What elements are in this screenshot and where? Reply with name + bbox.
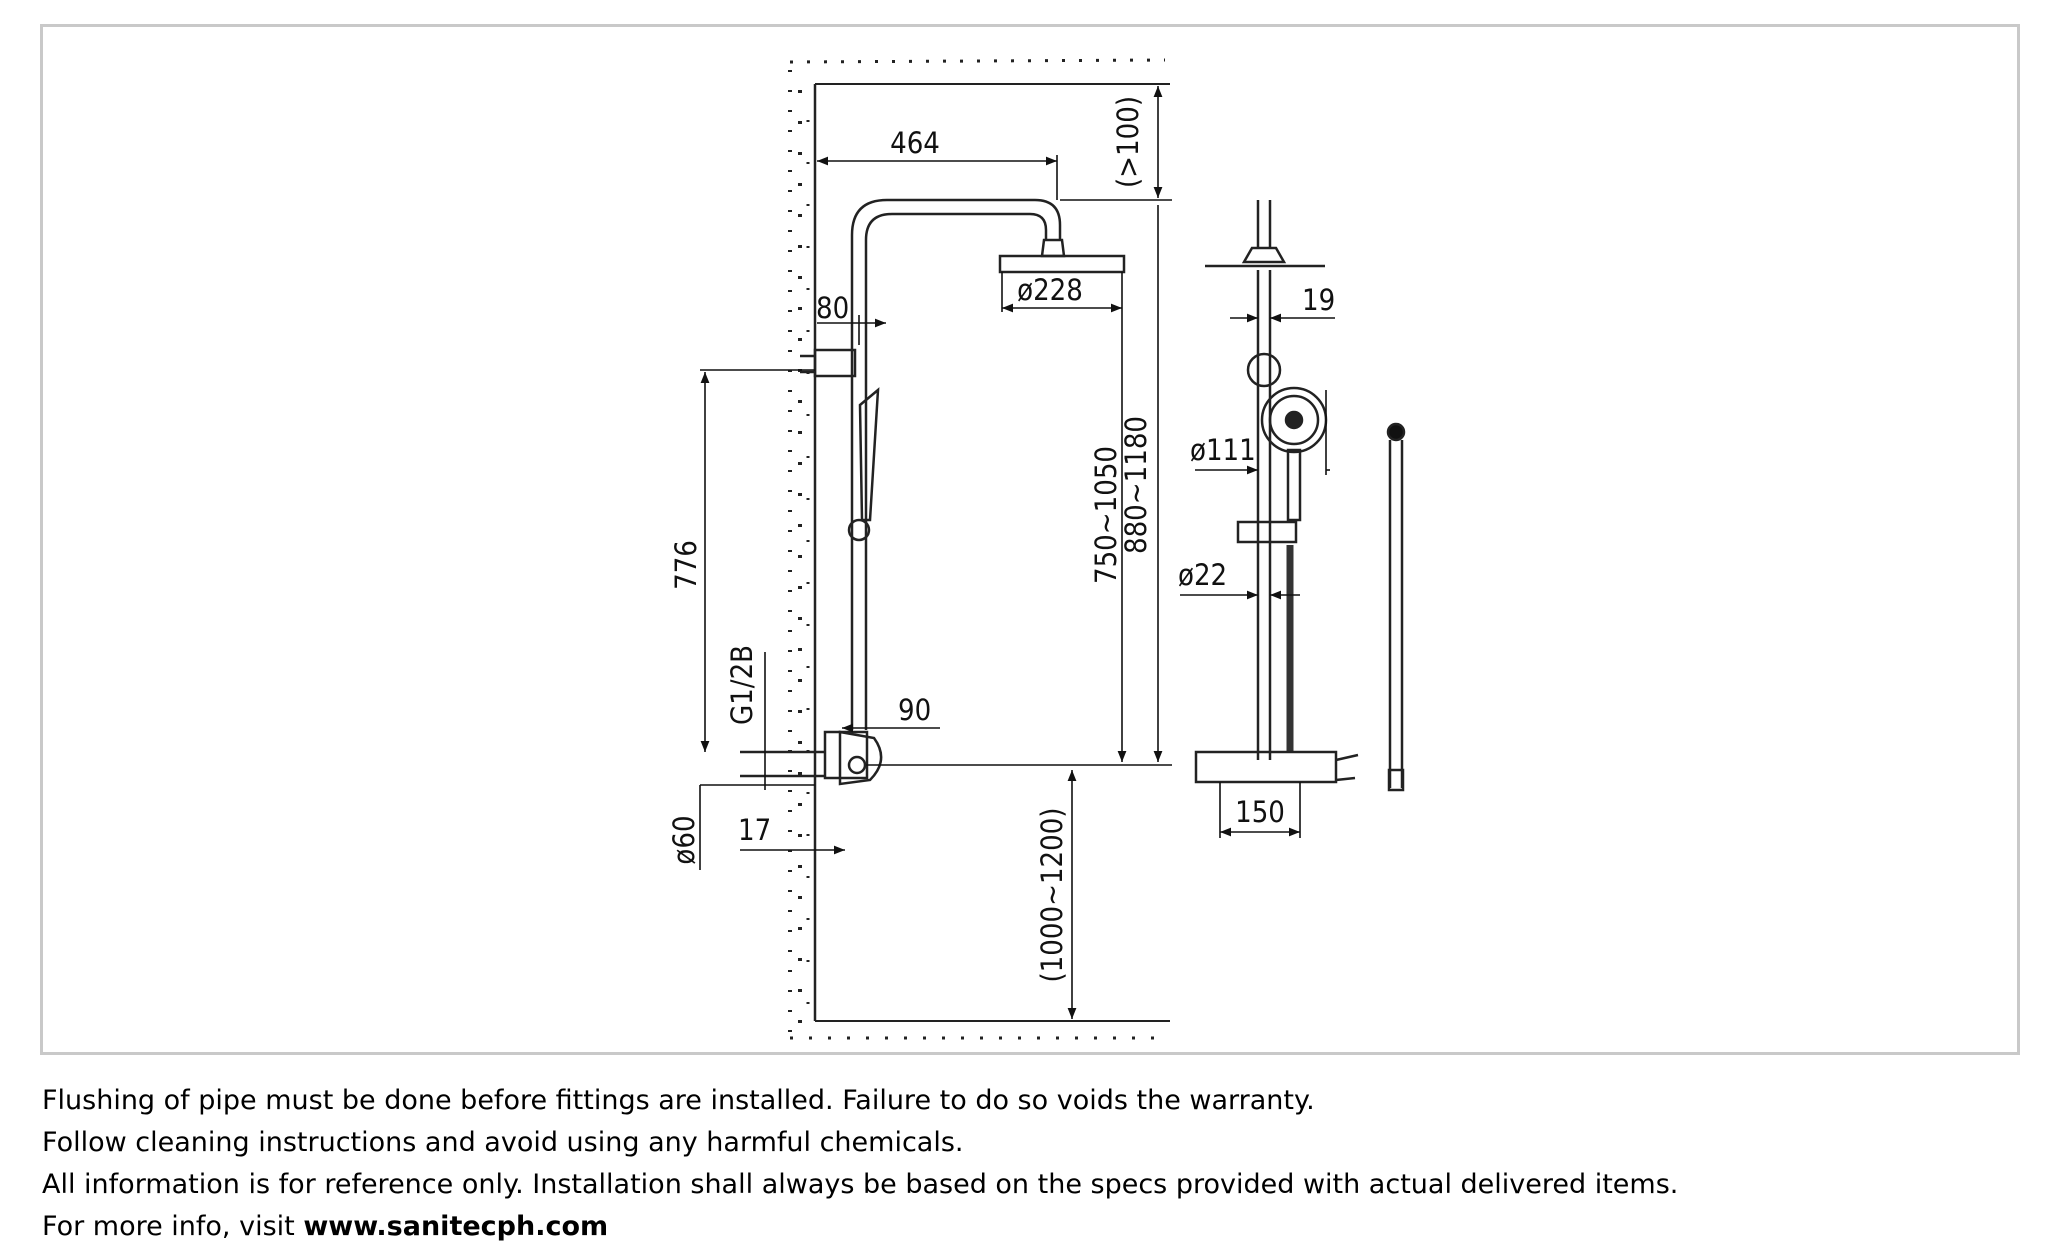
- dim-dia-22: ø22: [1178, 558, 1227, 592]
- note-reference: All information is for reference only. I…: [42, 1169, 1679, 1200]
- dimension-lines-front: [699, 86, 1172, 1019]
- shower-column: [740, 198, 1126, 786]
- dim-over-100: (>100): [1111, 96, 1145, 188]
- wall-section: [788, 58, 1170, 1040]
- dim-80: 80: [816, 291, 849, 325]
- side-view: [1194, 200, 1406, 792]
- dim-dia-228: ø228: [1017, 273, 1083, 307]
- website-link[interactable]: www.sanitecph.com: [303, 1211, 609, 1242]
- note-flushing: Flushing of pipe must be done before fit…: [42, 1085, 1315, 1116]
- dim-1000-1200: (1000~1200): [1035, 808, 1069, 983]
- dim-g12b: G1/2B: [725, 645, 759, 725]
- dimension-lines-side: [1180, 313, 1335, 838]
- drawing-frame: [40, 24, 2020, 1055]
- dimension-labels-side: 19 ø111 ø22 150: [1178, 283, 1335, 829]
- dim-880-1180: 880~1180: [1119, 416, 1153, 554]
- dim-90: 90: [898, 693, 931, 727]
- dim-464: 464: [890, 126, 940, 160]
- dim-776: 776: [669, 540, 703, 590]
- note-more-info: For more info, visit www.sanitecph.com: [42, 1206, 1678, 1248]
- dim-dia-111: ø111: [1190, 433, 1256, 467]
- note-more-info-prefix: For more info, visit: [42, 1211, 304, 1242]
- shower-system-technical-drawing: 464 (>100) ø228 80 776 750~1050 880~1180…: [667, 58, 1406, 1040]
- notes-block: Flushing of pipe must be done before fit…: [42, 1080, 1678, 1248]
- dim-17: 17: [738, 813, 771, 847]
- dimension-labels-front: 464 (>100) ø228 80 776 750~1050 880~1180…: [667, 96, 1153, 983]
- dim-750-1050: 750~1050: [1089, 446, 1123, 584]
- dim-dia-60: ø60: [667, 815, 701, 864]
- dim-19: 19: [1302, 283, 1335, 317]
- note-cleaning: Follow cleaning instructions and avoid u…: [42, 1127, 964, 1158]
- dim-150: 150: [1235, 795, 1285, 829]
